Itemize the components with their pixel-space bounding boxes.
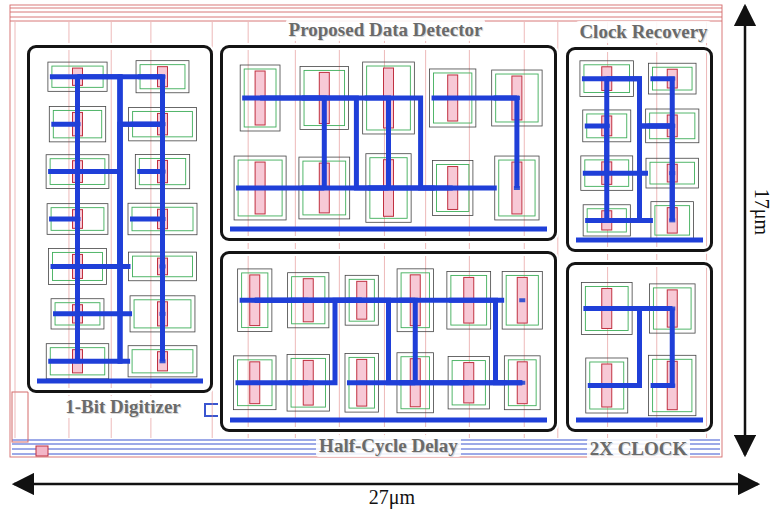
metal-wire [37, 379, 203, 384]
metal-wire [230, 418, 547, 423]
block-label: Clock Recovery [576, 21, 710, 43]
metal-contact [519, 298, 525, 302]
via-contact [36, 446, 48, 456]
circuit-block: Clock Recovery [566, 47, 713, 252]
poly-line [111, 22, 112, 438]
metal-wire [494, 98, 517, 188]
block-label: 2X CLOCK [587, 438, 691, 460]
metal-wire [648, 126, 673, 221]
metal-wire [399, 300, 415, 383]
dimension-label: 27μm [367, 486, 417, 508]
cell-outline [502, 271, 542, 329]
metal-wire [78, 172, 131, 362]
metal-wire [255, 300, 507, 383]
metal-wire [650, 79, 672, 221]
poly-line [706, 22, 707, 438]
circuit-block: 2X CLOCK [566, 262, 713, 432]
metal-wire [588, 309, 672, 386]
metal-wire [365, 98, 389, 188]
metal-wire [324, 98, 496, 188]
metal-wire [302, 98, 324, 188]
metal-wire [131, 124, 163, 219]
metal-wire [585, 126, 672, 221]
block-label: Proposed Data Detector [286, 19, 486, 41]
transistor-layout [10, 5, 722, 457]
poly-line [15, 22, 16, 438]
metal-wire [289, 300, 362, 383]
pad-outline [12, 392, 28, 442]
metal-wire [138, 77, 162, 124]
metal-bus [10, 8, 722, 9]
metal-wire [137, 172, 162, 219]
gate-contact [517, 277, 527, 323]
metal-wire [651, 309, 673, 386]
metal-wire [607, 79, 653, 221]
poly-line [150, 22, 151, 438]
height-dimension-arrow [744, 6, 747, 455]
dimension-label: 17μm [751, 187, 773, 237]
metal-wire [449, 300, 522, 383]
metal-bus [10, 17, 722, 18]
circuit-block: Half-Cycle Delay [220, 251, 557, 432]
circuit-block: 1-Bit Digitizer [27, 45, 213, 393]
metal-wire [78, 77, 133, 314]
metal-wire [50, 77, 78, 124]
metal-wire [260, 98, 434, 188]
metal-wire [230, 227, 547, 232]
circuit-block: Proposed Data Detector [220, 45, 557, 241]
poly-line [656, 22, 657, 438]
metal-wire [607, 309, 652, 386]
chip-outline [10, 5, 722, 457]
metal-wire [48, 172, 77, 314]
metal-bus [10, 12, 722, 13]
metal-wire [576, 418, 703, 423]
metal-wire [582, 79, 607, 221]
metal-wire [583, 126, 672, 173]
diffusion-region [506, 275, 538, 325]
metal-wire [49, 219, 77, 361]
width-dimension-arrow [14, 483, 758, 486]
block-label: 1-Bit Digitizer [62, 396, 184, 418]
block-label: Half-Cycle Delay [316, 435, 461, 457]
metal-wire [130, 219, 163, 361]
metal-wire [576, 238, 703, 243]
poly-line [557, 22, 558, 438]
metal-wire [585, 126, 607, 173]
metal-wire [51, 124, 77, 266]
metal-wire [48, 124, 162, 361]
